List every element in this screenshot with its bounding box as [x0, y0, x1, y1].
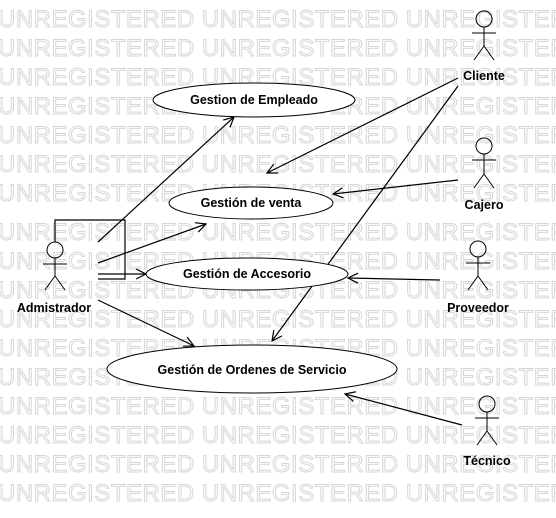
edge-proveedor-accesorio[interactable]	[348, 278, 441, 280]
use-case-gestion-venta[interactable]: Gestión de venta	[168, 186, 334, 220]
watermark-row: UNREGISTERED UNREGISTERED UNREGISTER	[0, 480, 556, 507]
use-case-label: Gestión de Ordenes de Servicio	[158, 363, 347, 377]
edge-cajero-venta[interactable]	[333, 179, 459, 194]
actor-label: Cajero	[465, 198, 504, 212]
use-case-label: Gestión de Accesorio	[183, 267, 311, 281]
edge-tecnico-ordenes[interactable]	[345, 394, 463, 426]
stick-figure-icon	[472, 137, 496, 189]
edge-admin-ordenes[interactable]	[97, 299, 194, 346]
use-case-ellipse[interactable]	[168, 186, 334, 220]
watermark-row: UNREGISTERED UNREGISTERED UNREGISTER	[0, 219, 556, 246]
edge-admin-empleado[interactable]	[97, 117, 234, 243]
actor-label: Cliente	[463, 69, 505, 83]
watermark-row: UNREGISTERED UNREGISTERED UNREGISTER	[0, 451, 556, 478]
actor-label: Admistrador	[17, 301, 91, 315]
actor-cajero[interactable]: Cajero	[465, 137, 504, 212]
watermark-row: UNREGISTERED UNREGISTERED UNREGISTER	[0, 122, 556, 149]
use-case-ellipse[interactable]	[106, 344, 398, 394]
edge-cliente-venta[interactable]	[267, 77, 459, 173]
watermark-row: UNREGISTERED UNREGISTERED UNREGISTER	[0, 6, 556, 33]
use-case-ellipse[interactable]	[152, 82, 356, 118]
use-case-label: Gestion de Empleado	[190, 93, 318, 107]
use-case-ellipse[interactable]	[145, 257, 349, 291]
use-case-gestion-ordenes[interactable]: Gestión de Ordenes de Servicio	[106, 344, 398, 394]
actor-label: Técnico	[463, 454, 511, 468]
associations	[54, 77, 463, 426]
actor-proveedor[interactable]: Proveedor	[447, 240, 509, 315]
stick-figure-icon	[43, 241, 67, 291]
stick-figure-icon	[475, 395, 499, 446]
use-case-gestion-accesorio[interactable]: Gestión de Accesorio	[145, 257, 349, 291]
watermark-row: UNREGISTERED UNREGISTERED UNREGISTER	[0, 393, 556, 420]
actor-label: Proveedor	[447, 301, 509, 315]
stick-figure-icon	[466, 240, 490, 291]
actor-administrador[interactable]: Admistrador	[17, 241, 91, 315]
use-case-gestion-empleado[interactable]: Gestion de Empleado	[152, 82, 356, 118]
watermark-row: UNREGISTERED UNREGISTERED UNREGISTER	[0, 35, 556, 62]
edge-admin-self-loop[interactable]	[54, 219, 126, 280]
edge-admin-venta[interactable]	[97, 224, 206, 264]
actor-cliente[interactable]: Cliente	[463, 10, 505, 83]
stick-figure-icon	[472, 10, 496, 61]
watermark-row: UNREGISTERED UNREGISTERED UNREGISTER	[0, 151, 556, 178]
actor-tecnico[interactable]: Técnico	[463, 395, 511, 468]
watermark-row: UNREGISTERED UNREGISTERED UNREGISTER	[0, 306, 556, 333]
watermark-row: UNREGISTERED UNREGISTERED UNREGISTER	[0, 422, 556, 449]
use-case-label: Gestión de venta	[201, 196, 303, 210]
edge-cliente-ordenes[interactable]	[272, 85, 459, 341]
